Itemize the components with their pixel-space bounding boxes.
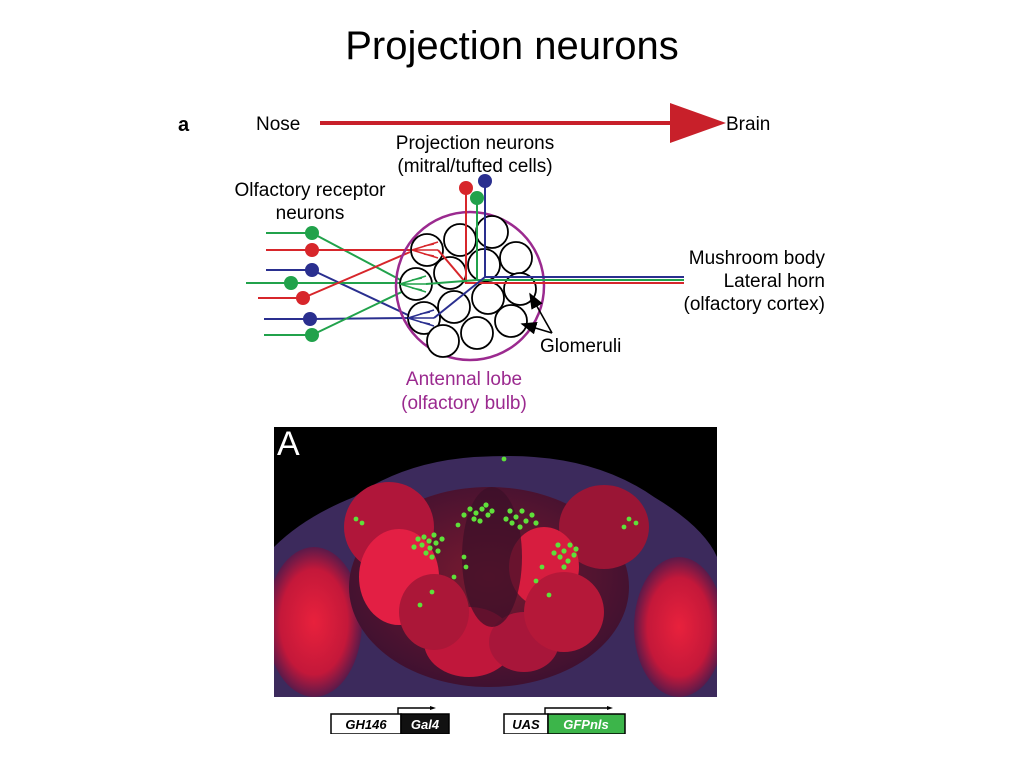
transcription-start-arrow: [544, 707, 607, 714]
panel-label-A: A: [277, 427, 300, 463]
olfactory-cortex-label: (olfactory cortex): [684, 294, 825, 315]
mitral-tufted-label: (mitral/tufted cells): [397, 156, 552, 177]
panel-label-a: a: [178, 114, 190, 136]
mushroom-body-label: Mushroom body: [689, 248, 826, 269]
glomeruli-pointer-arrow: [529, 292, 553, 334]
glomeruli-label: Glomeruli: [540, 336, 621, 357]
orn-label-2: neurons: [276, 203, 345, 224]
lateral-horn-label: Lateral horn: [724, 271, 825, 292]
glomeruli-pointer-arrow-2: [520, 322, 553, 335]
transcription-start-arrow: [397, 707, 430, 714]
gene-box: [400, 713, 450, 734]
slide-title: Projection neurons: [345, 24, 679, 68]
dendritic-tufts: [399, 241, 439, 327]
olfactory-circuit-diagram: a Nose Brain Projection neurons (mitral/…: [178, 103, 826, 414]
promoter-label: UAS: [512, 717, 540, 732]
antennal-lobe-outline: [394, 210, 546, 362]
gh146-gal4-construct: GH146 Gal4: [330, 706, 450, 734]
gene-label: Gal4: [411, 717, 440, 732]
gene-label: GFPnls: [563, 717, 609, 732]
antennal-lobe-label: Antennal lobe: [406, 369, 522, 390]
nose-label: Nose: [256, 114, 300, 135]
orn-label: Olfactory receptor: [235, 180, 387, 201]
gfp-labeled-nuclei: [353, 456, 639, 608]
olfactory-bulb-label: (olfactory bulb): [401, 393, 527, 414]
brain-label: Brain: [726, 114, 770, 135]
brain-micrograph: A: [274, 427, 717, 697]
uas-gfpnls-construct: UAS GFPnls: [503, 706, 626, 734]
gene-box: [547, 713, 626, 734]
projection-neuron-somata: [459, 174, 492, 205]
brain-tissue: [274, 456, 717, 697]
projection-neuron-axons: [425, 181, 684, 319]
receptor-neuron-somata: [284, 226, 319, 342]
transcription-arrowhead: [430, 706, 436, 710]
projection-neurons-label: Projection neurons: [396, 133, 554, 154]
receptor-neuron-axons: [246, 232, 411, 336]
promoter-label: GH146: [345, 717, 387, 732]
glomeruli: [399, 215, 537, 358]
transcription-arrowhead: [607, 706, 613, 710]
